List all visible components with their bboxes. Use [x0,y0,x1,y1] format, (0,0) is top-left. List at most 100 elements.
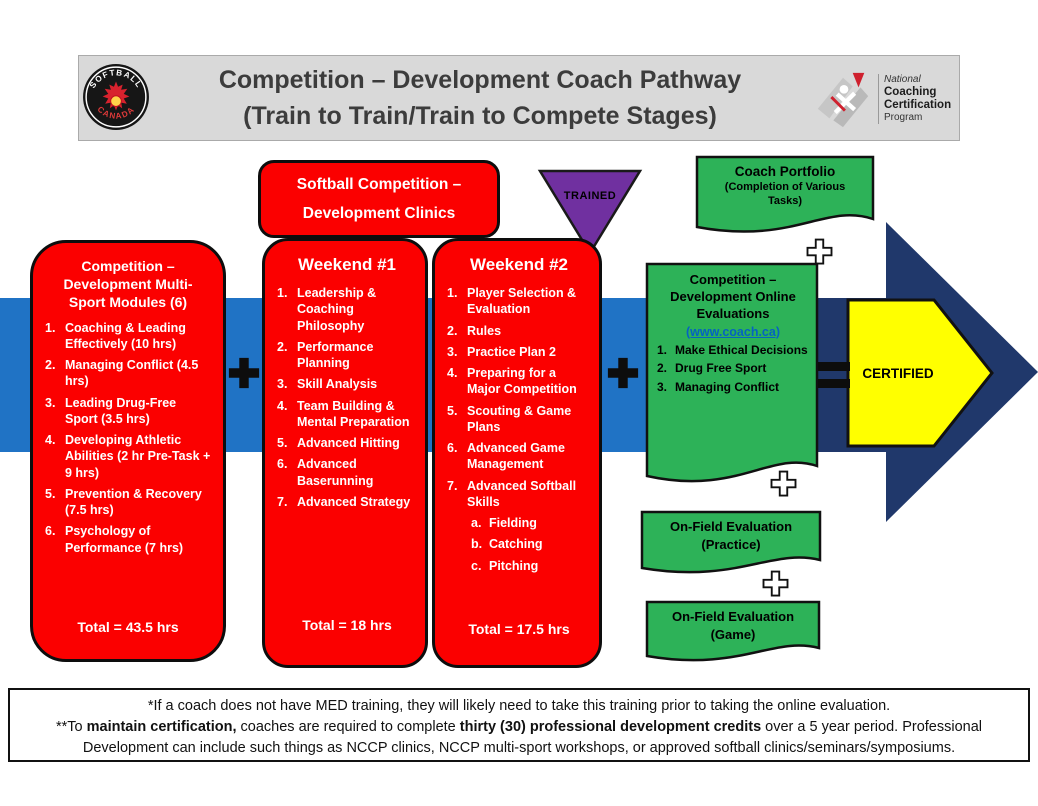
nccp-text-certification: Certification [884,99,952,111]
portfolio-title: Coach Portfolio [734,164,836,179]
equals-operator [818,362,850,396]
footnote-box: *If a coach does not have MED training, … [8,688,1030,762]
online-eval-title: Competition – Development Online Evaluat… [670,272,796,321]
module-box-title: Competition – Development Multi-Sport Mo… [63,258,193,311]
module-total: Total = 43.5 hrs [77,619,179,635]
onfield-game-line-2: (Game) [710,626,756,642]
list-item: 7. Advanced Softball Skills [447,478,591,511]
list-item: 5. Advanced Hitting [277,435,417,451]
list-item-number: c. [471,558,482,573]
list-item: 5. Scouting & Game Plans [447,403,591,436]
list-item-text: Developing Athletic Abilities (2 hr Pre-… [65,433,211,480]
softball-icon [110,95,122,107]
list-item-number: 4. [45,433,56,448]
title-line-1: Competition – Development Coach Pathway [218,66,742,94]
portfolio-subtitle: (Completion of Various Tasks) [724,181,846,207]
footnote-part-1: **To [56,719,87,736]
nccp-logo-text: National Coaching Certification Program [878,74,952,124]
list-item-text: Advanced Softball Skills [467,478,577,509]
onfield-game-banner: On-Field Evaluation (Game) [645,600,821,672]
list-item-number: 7. [447,478,458,493]
list-item-text: Drug Free Sport [675,361,767,376]
footnote-part-2: maintain certification, [86,719,237,736]
list-item: 1. Make Ethical Decisions [657,343,809,359]
header-bar [78,55,960,141]
module-list: 1. Coaching & Leading Effectively (10 hr… [45,320,211,561]
list-item: 1. Coaching & Leading Effectively (10 hr… [45,320,211,353]
list-item-number: a. [471,516,482,530]
weekend1-box: Weekend #1 1. Leadership & Coaching Phil… [262,238,428,668]
title-line-2: (Train to Train/Train to Compete Stages) [243,102,717,131]
list-item-text: Skill Analysis [297,377,378,392]
document-shape [695,155,875,233]
nccp-logo: National Coaching Certification Program [812,64,958,134]
list-item-number: 4. [447,366,458,380]
list-item-number: 3. [277,377,288,392]
list-item-number: 5. [45,486,56,501]
list-item: 1. Player Selection & Evaluation [447,285,591,318]
list-item-number: 5. [447,403,458,418]
list-item-text: Performance Planning [297,339,374,370]
weekend2-total: Total = 17.5 hrs [468,621,570,637]
list-item-text: Advanced Baserunning [297,457,374,488]
clinics-line-2: Development Clinics [302,204,456,222]
list-item: 4. Preparing for a Major Competition [447,365,591,398]
nccp-text-program: Program [884,112,923,124]
nccp-text-national: National [884,74,921,86]
list-item: 3. Managing Conflict [657,380,809,396]
weekend2-title: Weekend #2 [470,255,568,274]
multi-sport-modules-box: Competition – Development Multi-Sport Mo… [30,240,226,662]
nccp-logo-icon [817,72,869,128]
coach-portfolio-banner: Coach Portfolio (Completion of Various T… [695,155,875,245]
nccp-text-coaching: Coaching [884,85,937,98]
list-item-number: 4. [277,398,288,413]
onfield-practice-line-1: On-Field Evaluation [669,519,793,534]
online-evaluations-banner: Competition – Development Online Evaluat… [645,262,819,497]
white-plus-connector-2 [770,470,797,497]
footnote-line-2: **To maintain certification, coaches are… [24,717,1014,759]
onfield-game-line-1: On-Field Evaluation [671,609,795,624]
certified-pentagon [846,298,994,448]
list-item-text: Rules [467,323,502,338]
list-item-text: Catching [489,537,543,552]
clinics-line-1: Softball Competition – [296,175,462,193]
list-item-number: 2. [45,358,56,373]
list-item: 1. Leadership & Coaching Philosophy [277,285,417,334]
document-shape [645,600,821,662]
list-item-number: 2. [657,361,668,376]
list-item-text: Leadership & Coaching Philosophy [297,286,377,333]
onfield-practice-line-2: (Practice) [701,536,761,552]
list-item-number: 7. [277,494,288,509]
weekend2-list: 1. Player Selection & Evaluation 2. Rule… [447,285,591,579]
list-item: c. Pitching [447,558,591,574]
list-item-text: Preparing for a Major Competition [467,366,577,397]
white-plus-connector-1 [806,238,833,265]
list-item-number: 2. [277,339,288,354]
list-item: 7. Advanced Strategy [277,494,417,510]
clinics-box: Softball Competition – Development Clini… [258,160,500,238]
trained-triangle [537,169,643,256]
list-item-text: Team Building & Mental Preparation [297,398,410,429]
certified-label: CERTIFIED [862,365,934,381]
list-item-text: Advanced Hitting [297,436,400,450]
list-item: 6. Advanced Game Management [447,440,591,473]
list-item-number: 2. [447,323,458,338]
list-item-text: Scouting & Game Plans [467,403,572,434]
list-item-number: 5. [277,436,288,450]
list-item-text: Prevention & Recovery (7.5 hrs) [65,486,202,518]
coach-ca-link[interactable]: (www.coach.ca) [685,324,780,339]
online-eval-list: 1. Make Ethical Decisions 2. Drug Free S… [657,343,809,396]
page-title: Competition – Development Coach Pathway … [160,62,800,135]
list-item: a. Fielding [447,515,591,531]
list-item-text: Managing Conflict (4.5 hrs) [65,358,199,389]
list-item-number: 3. [447,344,458,359]
list-item-number: b. [471,537,483,552]
plus-operator-2 [607,357,639,389]
weekend1-total: Total = 18 hrs [302,617,392,633]
footnote-part-5: over a 5 year period. Professional Devel… [82,719,982,757]
list-item: 2. Managing Conflict (4.5 hrs) [45,357,211,390]
list-item-text: Managing Conflict [675,379,779,394]
trained-label: TRAINED [563,190,617,202]
weekend1-title: Weekend #1 [298,255,396,274]
